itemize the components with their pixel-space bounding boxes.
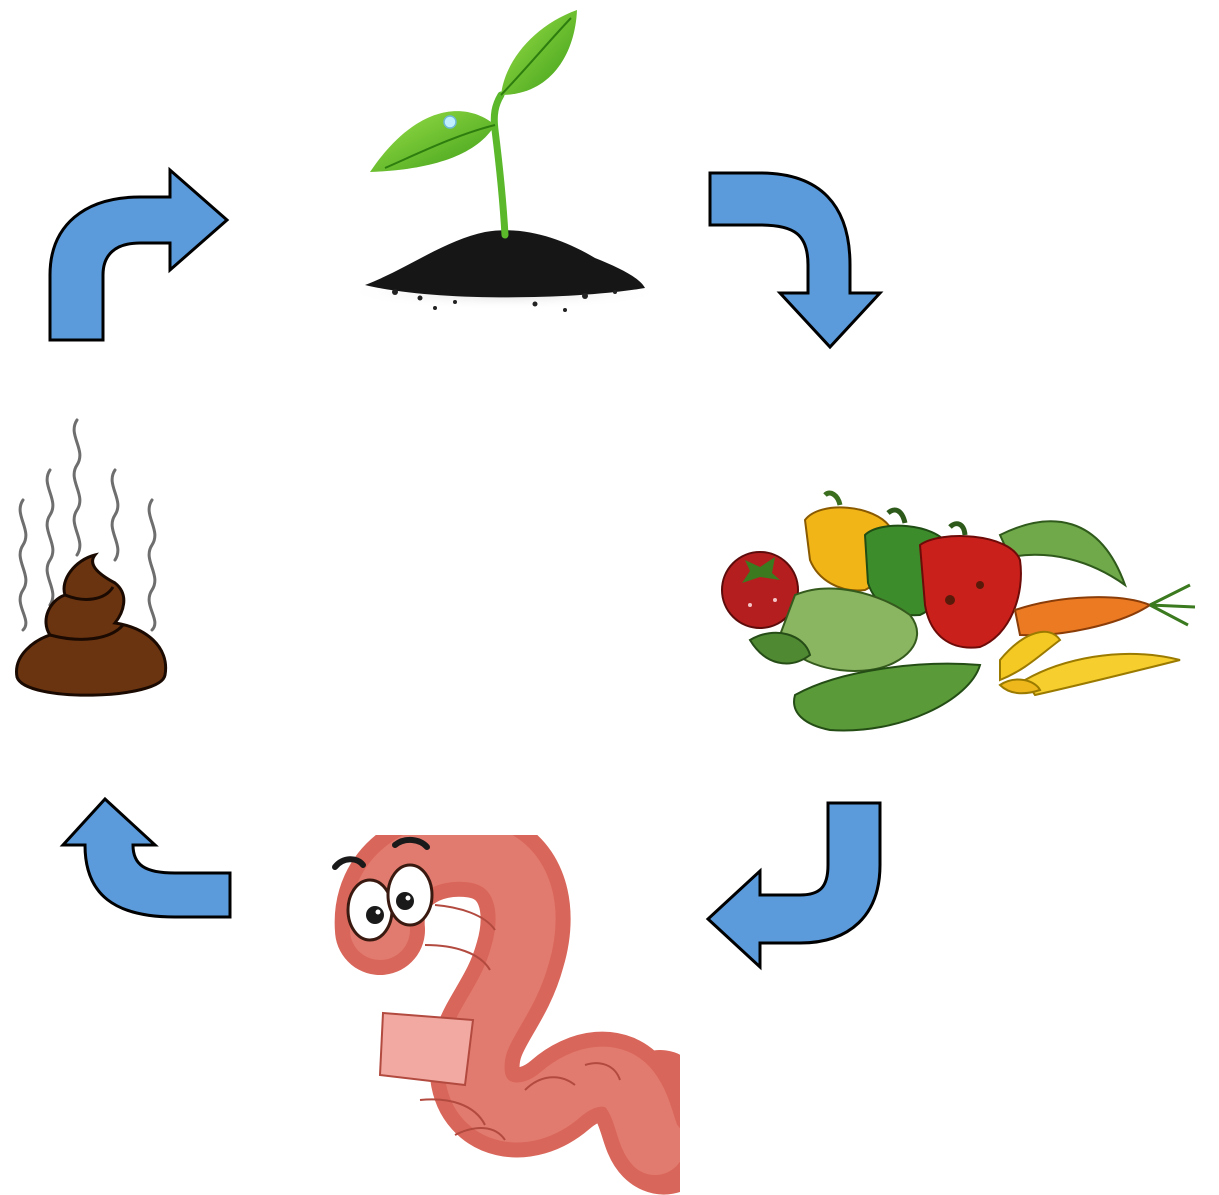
curved-arrow-down-icon [700, 165, 890, 355]
rotting-vegetables-icon [680, 465, 1210, 750]
curved-arrow-left-icon [700, 795, 890, 975]
cartoon-worm-icon [325, 835, 680, 1195]
curved-arrow-up-icon [55, 795, 240, 975]
seedling-in-soil-icon [335, 0, 655, 320]
curved-arrow-right-icon [45, 165, 235, 345]
worm-castings-icon [5, 415, 180, 715]
